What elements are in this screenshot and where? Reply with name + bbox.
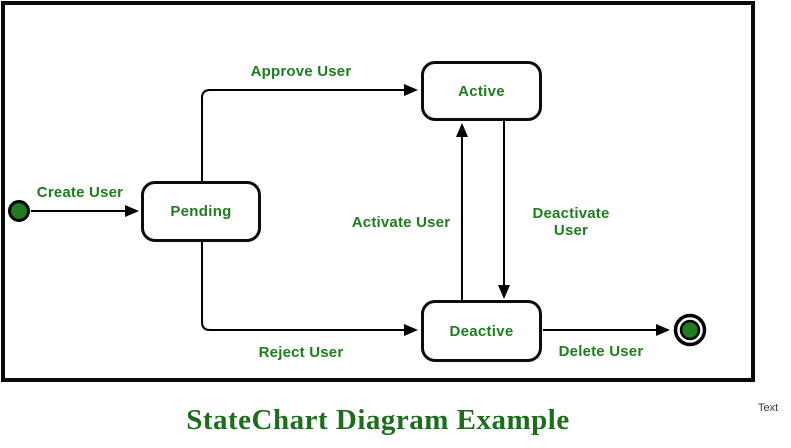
state-pending-label: Pending	[170, 203, 232, 220]
diagram-title: StateChart Diagram Example	[186, 404, 570, 436]
transition-label-delete: Delete User	[558, 343, 644, 360]
state-pending: Pending	[141, 181, 261, 242]
diagram-frame	[1, 1, 755, 382]
state-active-label: Active	[458, 82, 505, 100]
transition-label-create: Create User	[36, 184, 124, 201]
transition-approve-arrow	[201, 84, 418, 181]
transition-label-approve: Approve User	[250, 63, 352, 80]
transition-label-deactivate: Deactivate User	[532, 205, 610, 239]
final-state-node	[673, 313, 707, 347]
initial-state-node	[8, 200, 30, 222]
state-deactive: Deactive	[421, 300, 542, 362]
footnote-text: Text	[758, 402, 779, 414]
transition-label-reject: Reject User	[258, 344, 344, 361]
state-deactive-label: Deactive	[449, 322, 514, 340]
transition-label-activate: Activate User	[351, 214, 451, 231]
transition-reject-arrow	[201, 242, 418, 336]
state-active: Active	[421, 61, 542, 121]
